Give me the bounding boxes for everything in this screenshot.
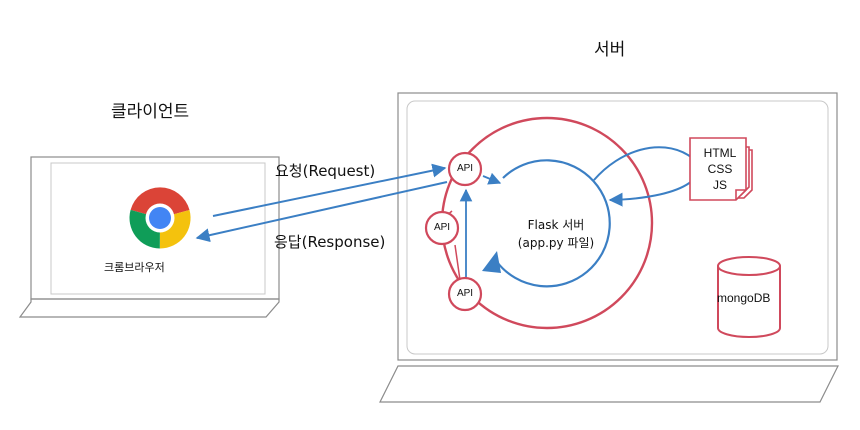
api-label: API xyxy=(433,222,451,233)
api-label: API xyxy=(456,163,474,174)
chrome-icon xyxy=(129,187,191,249)
file-js: JS xyxy=(712,178,727,192)
file-css: CSS xyxy=(707,162,733,176)
database-cylinder-icon xyxy=(717,256,781,338)
client-laptop-icon xyxy=(18,156,280,318)
files-label: HTML CSS JS xyxy=(696,145,744,193)
server-title: 서버 xyxy=(594,40,626,60)
api-node xyxy=(424,210,460,246)
file-html: HTML xyxy=(703,146,737,160)
server-laptop-icon xyxy=(379,92,839,403)
response-arrow xyxy=(195,181,448,243)
request-label: 요청(Request) xyxy=(275,162,376,180)
document-stack-icon xyxy=(689,137,753,201)
flask-title: Flask 서버 xyxy=(527,218,585,232)
flask-server-label: Flask 서버 (app.py 파일) xyxy=(496,216,616,252)
server-laptop-display xyxy=(406,100,829,355)
api-node xyxy=(447,276,483,312)
api-node xyxy=(447,151,483,187)
flask-cycle-arc xyxy=(496,159,611,288)
client-laptop-display xyxy=(50,162,266,295)
server-laptop-screen xyxy=(397,92,838,361)
browser-label: 크롬브라우저 xyxy=(104,261,165,274)
request-arrow xyxy=(212,163,447,217)
api-label: API xyxy=(456,288,474,299)
api-to-flask-arrow xyxy=(482,172,502,185)
client-laptop-base xyxy=(18,298,280,318)
flask-files-loop xyxy=(593,146,700,207)
client-title: 클라이언트 xyxy=(111,102,190,122)
server-laptop-base xyxy=(379,365,839,403)
api-chain-link xyxy=(454,244,461,281)
flask-subtitle: (app.py 파일) xyxy=(517,236,595,250)
response-label: 응답(Response) xyxy=(274,233,386,251)
flask-cycle-arrowhead xyxy=(482,251,501,273)
database-label: mongoDB xyxy=(717,291,771,305)
